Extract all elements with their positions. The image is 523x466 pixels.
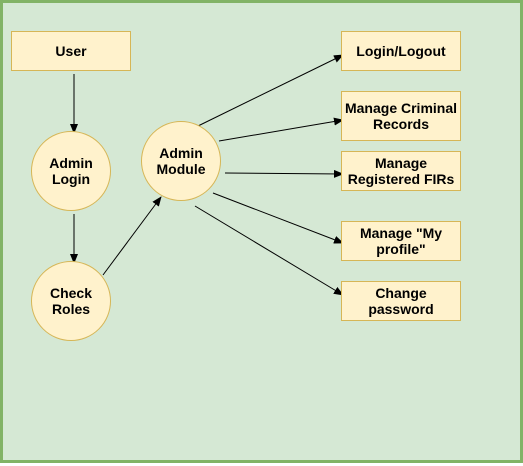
edge-admin-module-to-manage-my-profile [212,192,344,244]
node-change-password[interactable]: Change password [341,281,461,321]
node-admin-module[interactable]: Admin Module [141,121,221,201]
node-manage-my-profile[interactable]: Manage "My profile" [341,221,461,261]
edges-layer [70,54,344,296]
edge-admin-module-to-change-password [194,205,344,296]
node-check-roles[interactable]: Check Roles [31,261,111,341]
edge-check-roles-to-admin-module [102,196,162,276]
node-login-logout[interactable]: Login/Logout [341,31,461,71]
node-user[interactable]: User [11,31,131,71]
edge-admin-module-to-manage-registered-firs [224,169,344,178]
node-manage-registered-firs[interactable]: Manage Registered FIRs [341,151,461,191]
node-admin-login[interactable]: Admin Login [31,131,111,211]
edge-admin-module-to-manage-criminal-records [218,117,344,142]
node-manage-criminal-records[interactable]: Manage Criminal Records [341,91,461,141]
edge-admin-module-to-login-logout [197,54,344,127]
